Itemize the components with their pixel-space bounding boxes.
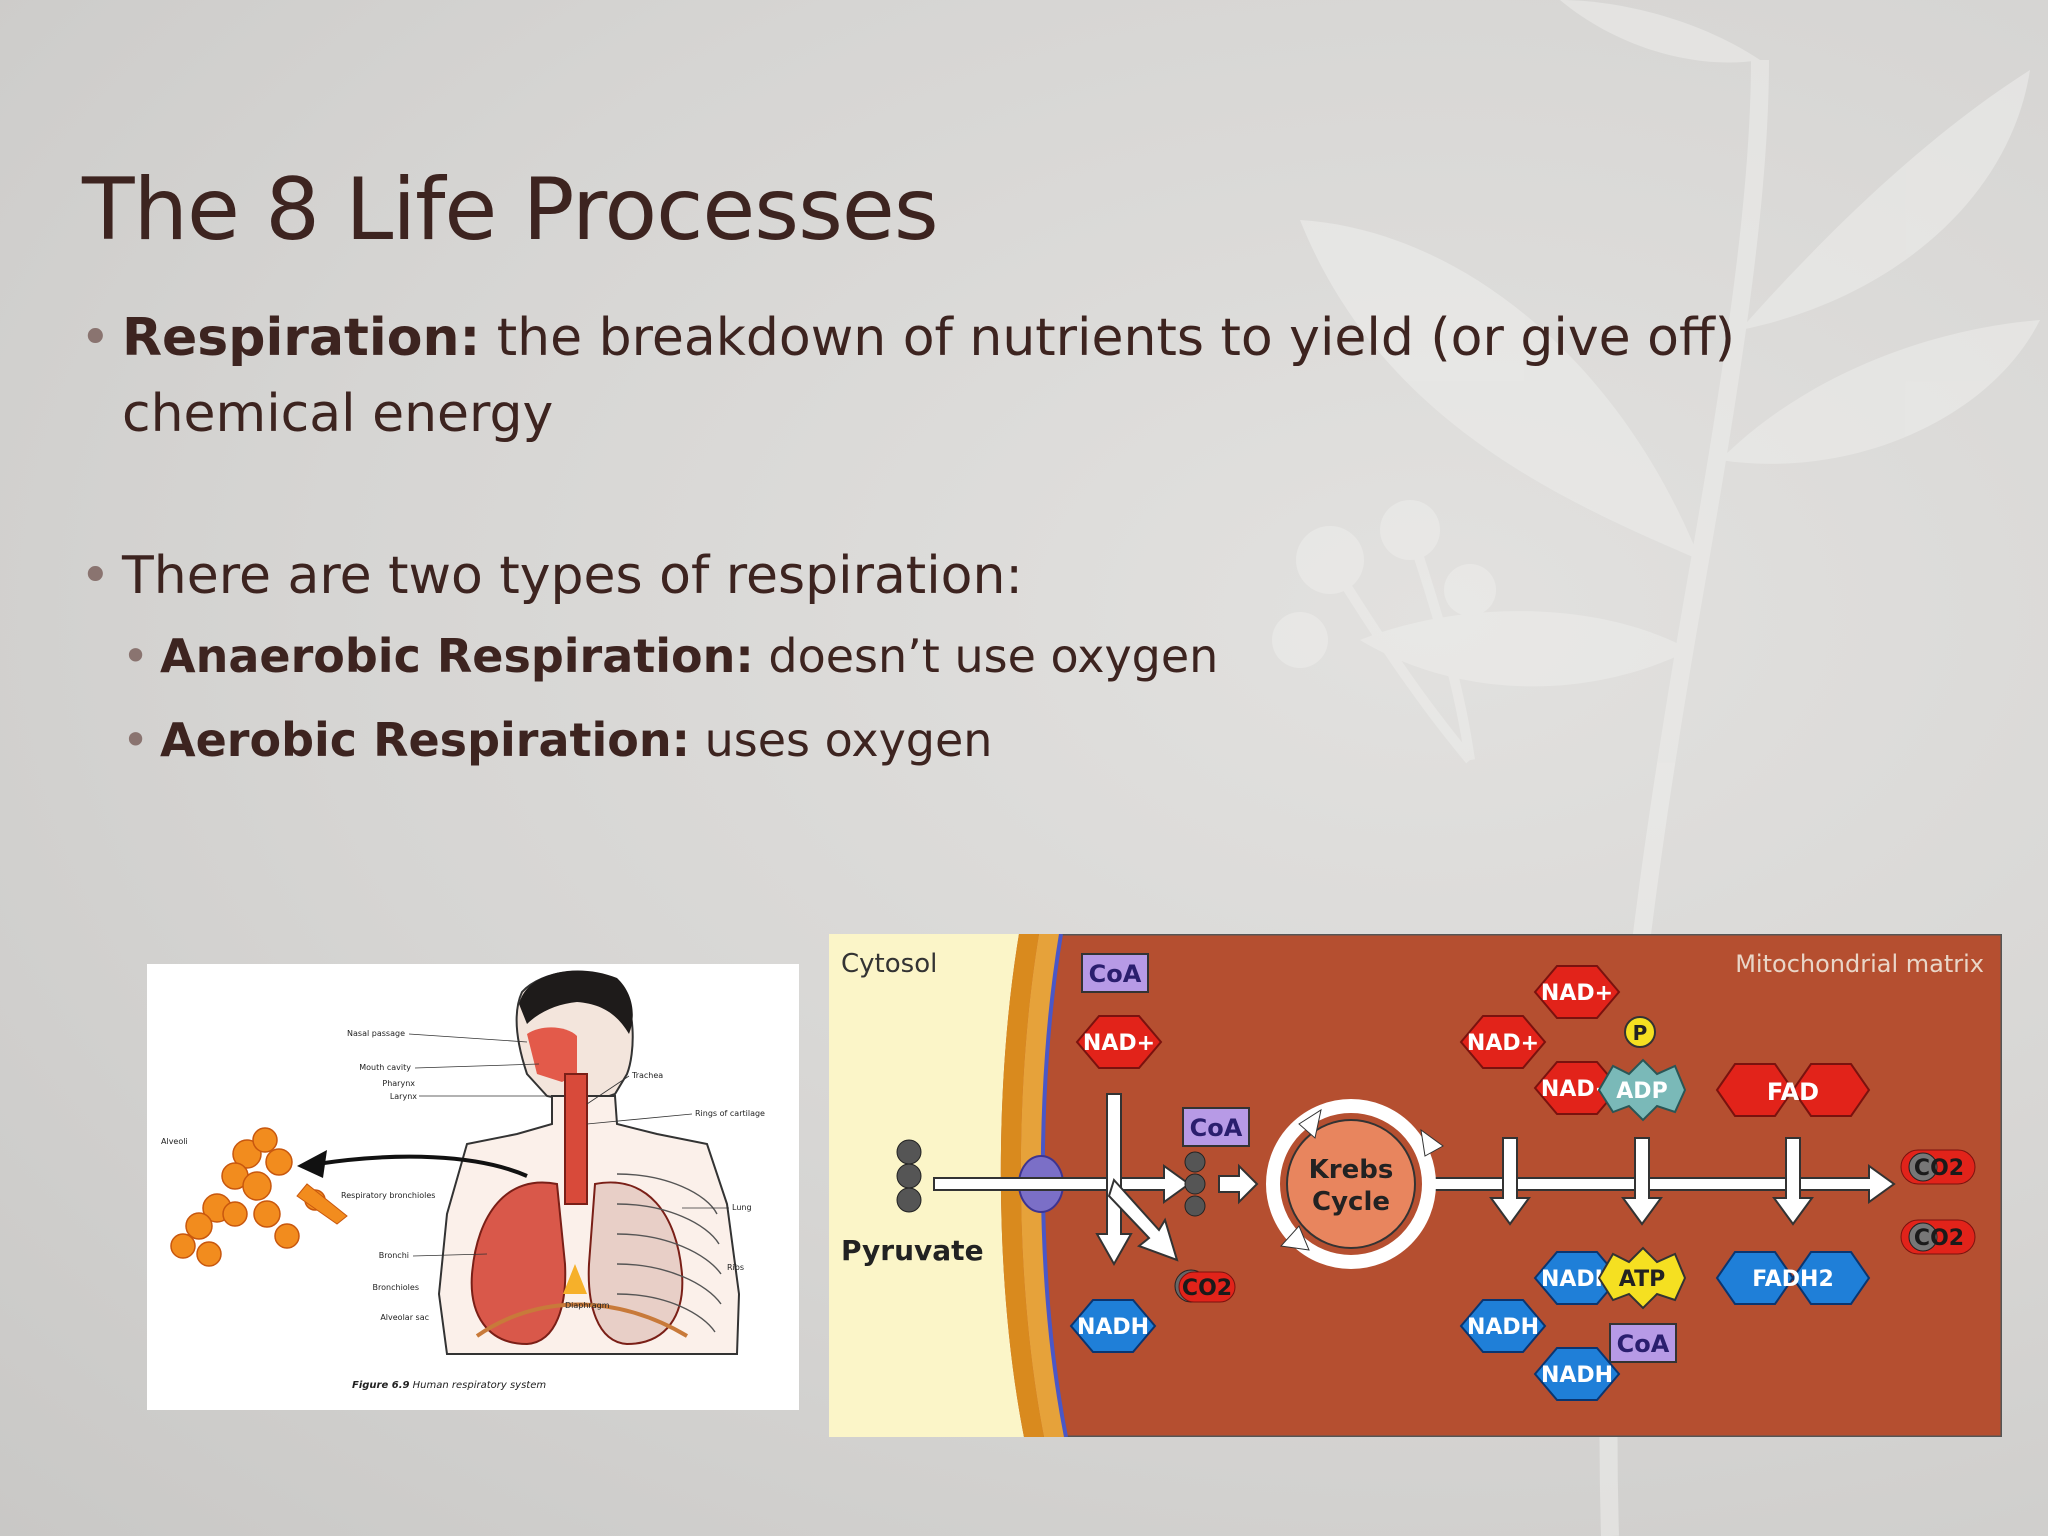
svg-text:FADH2: FADH2 [1752, 1267, 1834, 1292]
outer-membrane [1000, 934, 1044, 1437]
bullet-two-types: • There are two types of respiration: [80, 538, 1840, 614]
label-trachea: Trachea [631, 1071, 663, 1080]
label-alveolar-sac: Alveolar sac [380, 1313, 429, 1322]
sub-bullet-dot-icon: • [122, 629, 150, 683]
co2-molecule: CO2 [1900, 1219, 1976, 1255]
definition-aerobic: uses oxygen [690, 713, 993, 767]
bullet-list: • Respiration: the breakdown of nutrient… [80, 300, 1840, 770]
pyruvate-molecule [896, 1139, 922, 1213]
label-diaphragm: Diaphragm [565, 1301, 610, 1310]
nadh-hexagon: NADH [1459, 1299, 1547, 1353]
svg-text:ADP: ADP [1616, 1079, 1667, 1104]
svg-text:NADH: NADH [1077, 1315, 1149, 1340]
respiratory-system-figure: Nasal passage Mouth cavity Pharynx Laryn… [147, 964, 799, 1410]
svg-text:CoA: CoA [1617, 1330, 1670, 1358]
phosphate-circle: P [1624, 1016, 1656, 1048]
nadh-hexagon: NADH [1069, 1299, 1157, 1353]
nad-plus-hexagon: NAD+ [1075, 1015, 1163, 1069]
cytosol-label: Cytosol [841, 949, 937, 979]
svg-text:CO2: CO2 [1914, 1156, 1964, 1181]
svg-text:CO2: CO2 [1182, 1276, 1232, 1301]
svg-text:NAD+: NAD+ [1541, 981, 1613, 1006]
term-respiration: Respiration: [122, 308, 481, 368]
main-arrow-right [1426, 1164, 1896, 1204]
term-anaerobic: Anaerobic Respiration: [160, 629, 754, 683]
coa-box: CoA [1182, 1107, 1250, 1147]
svg-text:NAD+: NAD+ [1083, 1031, 1155, 1056]
svg-text:NAD+: NAD+ [1467, 1031, 1539, 1056]
mitochondrial-matrix-label: Mitochondrial matrix [1735, 950, 1984, 978]
label-rings-of-cartilage: Rings of cartilage [695, 1109, 765, 1118]
slide-title: The 8 Life Processes [82, 160, 939, 260]
arrow-to-co2 [1107, 1178, 1179, 1262]
atp-burst: ATP [1597, 1246, 1687, 1310]
main-arrow-left [933, 1164, 1191, 1204]
svg-text:NADH: NADH [1541, 1363, 1613, 1388]
label-mouth-cavity: Mouth cavity [359, 1063, 411, 1072]
coa-box: CoA [1081, 953, 1149, 993]
svg-text:CoA: CoA [1089, 960, 1142, 988]
label-larynx: Larynx [390, 1092, 417, 1101]
svg-text:FAD: FAD [1767, 1078, 1819, 1106]
co2-molecule: CO2 [1174, 1269, 1236, 1303]
term-aerobic: Aerobic Respiration: [160, 713, 690, 767]
fad-molecule: FAD [1715, 1063, 1871, 1117]
pyruvate-label: Pyruvate [841, 1234, 984, 1267]
fadh2-molecule: FADH2 [1715, 1251, 1871, 1305]
sub-bullet-anaerobic: • Anaerobic Respiration: doesn’t use oxy… [80, 626, 1840, 686]
krebs-cycle: Krebs Cycle [1266, 1099, 1444, 1269]
label-bronchioles: Bronchioles [373, 1283, 419, 1292]
label-nasal-passage: Nasal passage [347, 1029, 405, 1038]
svg-text:CO2: CO2 [1914, 1226, 1964, 1251]
krebs-cycle-figure: Cytosol Mitochondrial matrix Pyruvate [827, 932, 2004, 1439]
co2-molecule: CO2 [1900, 1149, 1976, 1185]
arrow-to-krebs [1218, 1163, 1259, 1205]
label-respiratory-bronchioles: Respiratory bronchioles [341, 1191, 435, 1200]
svg-text:NADH: NADH [1467, 1315, 1539, 1340]
label-lung: Lung [732, 1203, 752, 1212]
definition-anaerobic: doesn’t use oxygen [753, 629, 1219, 683]
sub-bullet-aerobic: • Aerobic Respiration: uses oxygen [80, 710, 1840, 770]
nadh-hexagon: NADH [1533, 1251, 1621, 1305]
bullet-dot-icon: • [80, 308, 111, 368]
svg-text:ATP: ATP [1619, 1267, 1665, 1292]
figure-caption: Figure 6.9 Human respiratory system [352, 1380, 546, 1391]
nad-plus-hexagon: NAD+ [1533, 965, 1621, 1019]
label-ribs: Ribs [727, 1263, 744, 1272]
inner-membrane [1020, 934, 1066, 1437]
label-pharynx: Pharynx [382, 1079, 415, 1088]
nadh-hexagon: NADH [1533, 1347, 1621, 1401]
bullet-respiration: • Respiration: the breakdown of nutrient… [80, 300, 1840, 452]
bullet-two-types-text: There are two types of respiration: [122, 546, 1023, 606]
adp-burst: ADP [1597, 1058, 1687, 1122]
svg-text:CoA: CoA [1190, 1114, 1243, 1142]
svg-text:P: P [1633, 1021, 1648, 1045]
nad-plus-hexagon: NAD+ [1459, 1015, 1547, 1069]
sub-bullet-dot-icon: • [122, 713, 150, 767]
label-alveoli: Alveoli [161, 1137, 188, 1146]
label-bronchi: Bronchi [379, 1251, 409, 1260]
acetyl-coa-molecule [1184, 1151, 1206, 1217]
cytosol-region [829, 934, 1024, 1437]
krebs-cycle-diagram: Cytosol Mitochondrial matrix Pyruvate [827, 932, 2004, 1439]
krebs-cycle-label-2: Cycle [1312, 1187, 1390, 1217]
krebs-cycle-label-1: Krebs [1309, 1155, 1394, 1185]
respiratory-illustration: Nasal passage Mouth cavity Pharynx Laryn… [161, 970, 765, 1391]
bullet-dot-icon: • [80, 546, 111, 606]
coa-box: CoA [1609, 1323, 1677, 1363]
definition-respiration: the breakdown of nutrients to yield (or … [122, 308, 1736, 444]
